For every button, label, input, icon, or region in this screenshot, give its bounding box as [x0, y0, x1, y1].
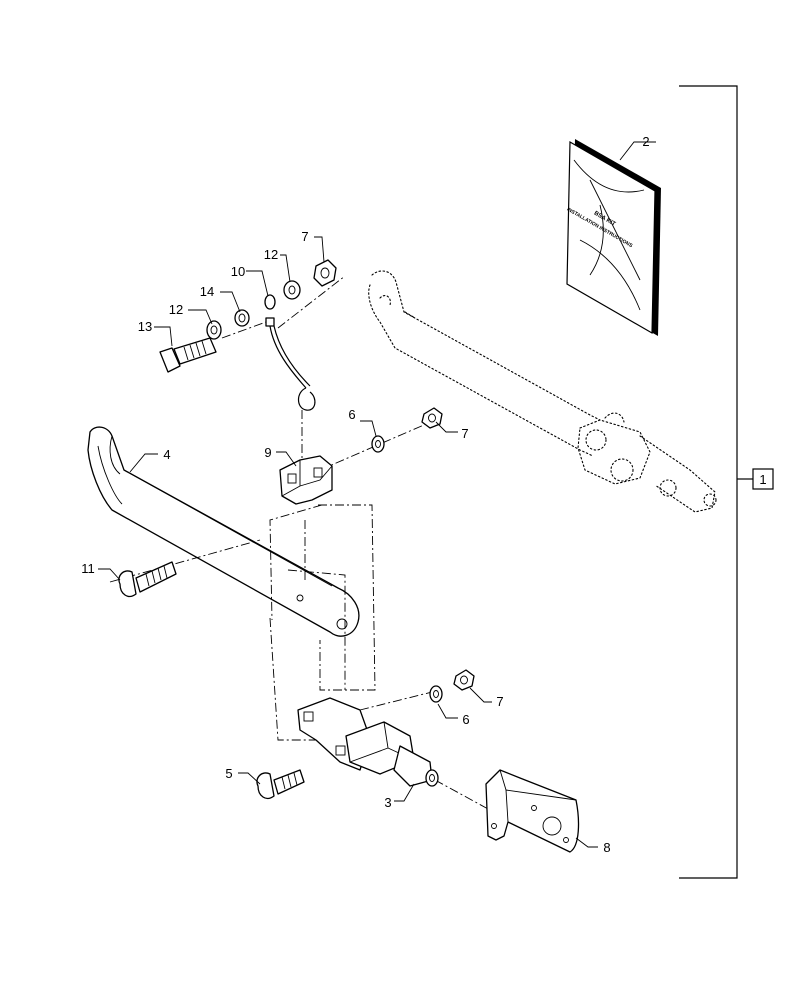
callout-7a: 7	[301, 229, 308, 244]
washer-12a	[206, 320, 222, 340]
carriage-bolt-5	[256, 769, 305, 800]
callout-7b: 7	[461, 426, 468, 441]
washer-6a	[371, 435, 385, 453]
callout-12a: 12	[169, 302, 183, 317]
callout-4: 4	[163, 447, 170, 462]
callout-7c: 7	[496, 694, 503, 709]
callout-8: 8	[603, 840, 610, 855]
nut-7c	[453, 669, 475, 691]
washer-12b	[283, 280, 301, 300]
callout-12b: 12	[264, 247, 278, 262]
lanyard-pin-10	[264, 294, 316, 411]
nut-7a	[313, 259, 337, 287]
callout-6b: 6	[462, 712, 469, 727]
bolt-13	[159, 337, 217, 373]
callout-9: 9	[264, 445, 271, 460]
callout-6a: 6	[348, 407, 355, 422]
washer-6b	[429, 685, 443, 703]
callout-box-1	[752, 468, 774, 490]
mounting-plate-8	[485, 769, 580, 853]
spacer-14	[234, 309, 250, 327]
callout-2: 2	[642, 134, 649, 149]
assembly-lines	[109, 275, 491, 811]
carriage-bolt-11	[118, 561, 177, 598]
clip-bracket-9	[279, 455, 333, 505]
lever-handle	[87, 426, 360, 637]
leader-lines	[98, 141, 656, 848]
callout-1: 1	[759, 472, 766, 487]
callout-14: 14	[200, 284, 214, 299]
latch-assembly-3	[297, 697, 439, 787]
kit-bracket	[679, 85, 774, 879]
callout-3: 3	[384, 795, 391, 810]
callout-labels: 1 2 3 4 5 6 6 7 7 7 8 9 10 11 12 12 13 1…	[81, 134, 766, 855]
ghost-lever-assembly	[368, 270, 717, 513]
callout-10: 10	[231, 264, 245, 279]
callout-5: 5	[225, 766, 232, 781]
instruction-booklet: BSA KIT INSTALLATION INSTRUCTIONS	[566, 139, 661, 336]
callout-13: 13	[138, 319, 152, 334]
callout-11: 11	[81, 561, 95, 576]
